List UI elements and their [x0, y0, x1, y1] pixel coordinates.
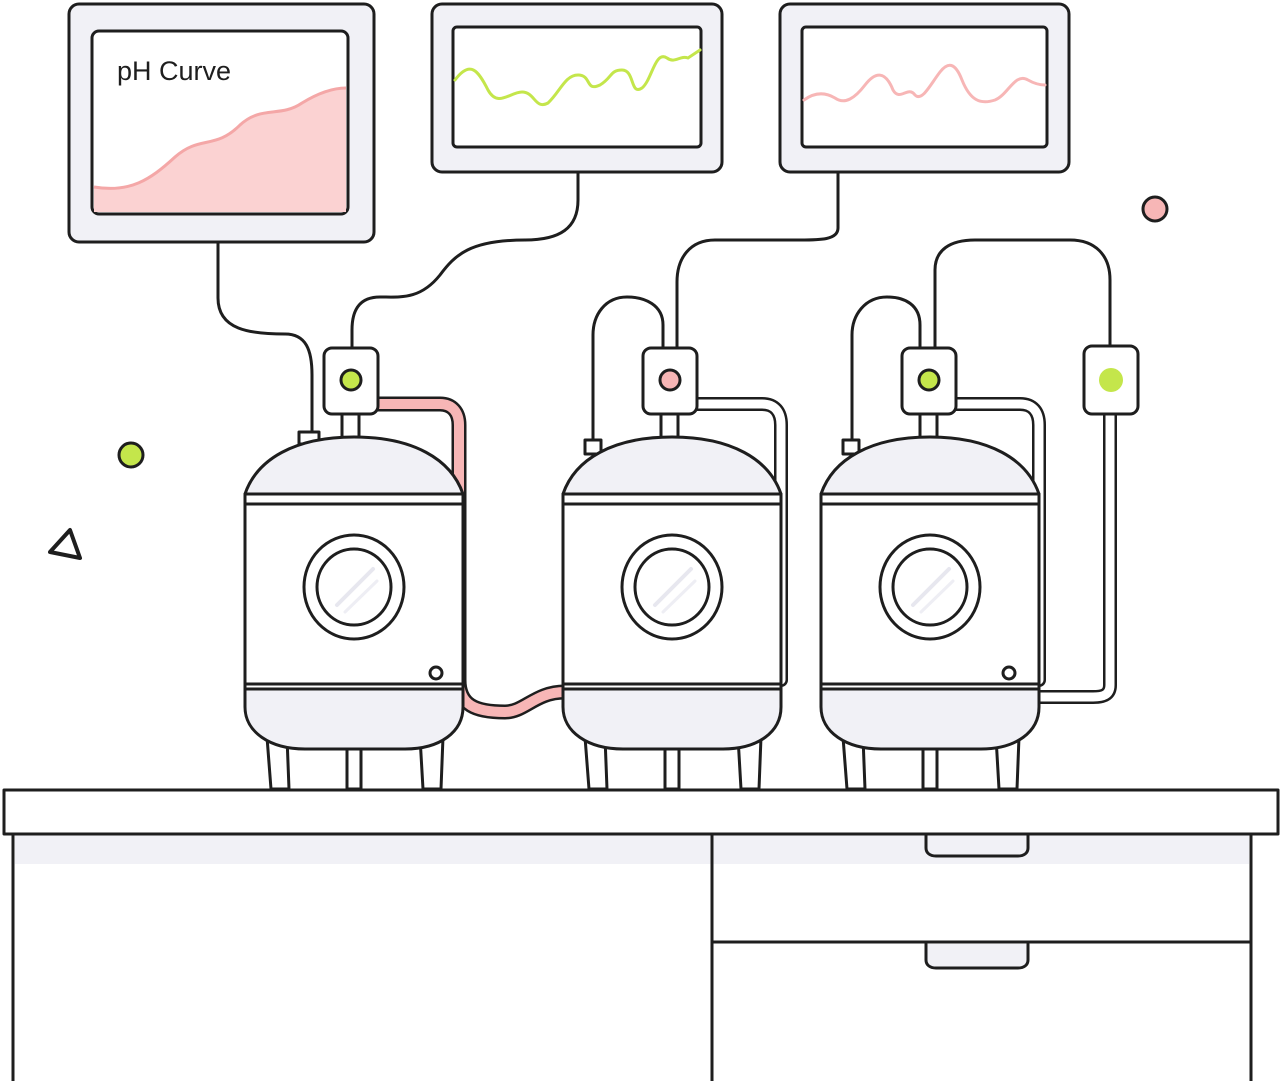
fluid-pipes: [370, 396, 1117, 720]
monitor-pink-wave: [778, 2, 1071, 174]
green-wave-line: [453, 48, 702, 107]
status-light-pink: [658, 368, 682, 392]
monitor-ph-curve: pH Curve: [67, 2, 376, 244]
decorations: [48, 195, 1169, 560]
sensor-2: [641, 346, 699, 416]
drawer-handle-bottom: [924, 942, 1030, 970]
ph-curve-line: [93, 86, 347, 190]
green-dot: [117, 441, 145, 469]
bioreactor-tank-3: [819, 412, 1041, 791]
valve-icon: [1001, 665, 1017, 681]
white-pipe-tank-3: [951, 399, 1044, 685]
ph-curve-area: [94, 88, 346, 212]
status-light-green: [339, 368, 363, 392]
triangle-icon: [48, 528, 82, 560]
ph-curve-title: pH Curve: [117, 56, 231, 86]
drawer-handle-top: [924, 832, 1030, 858]
valve-icon: [428, 665, 444, 681]
white-pipe-tank-2: [692, 399, 786, 685]
workbench: [2, 788, 1280, 1081]
pink-transfer-pipe: [373, 399, 570, 717]
pink-dot: [1141, 195, 1169, 223]
status-light-green: [1099, 368, 1123, 392]
sensor-4: [1082, 344, 1140, 416]
bioreactor-tank-1: [243, 412, 465, 791]
monitor-green-wave: [430, 2, 724, 174]
sensor-3: [900, 346, 958, 416]
status-light-green: [917, 368, 941, 392]
white-pipe-sensor-4: [1032, 407, 1115, 702]
sensor-1: [322, 346, 380, 416]
signal-cables: [216, 170, 1112, 445]
pink-wave-line: [802, 63, 1047, 104]
bioreactor-tank-2: [561, 412, 783, 791]
